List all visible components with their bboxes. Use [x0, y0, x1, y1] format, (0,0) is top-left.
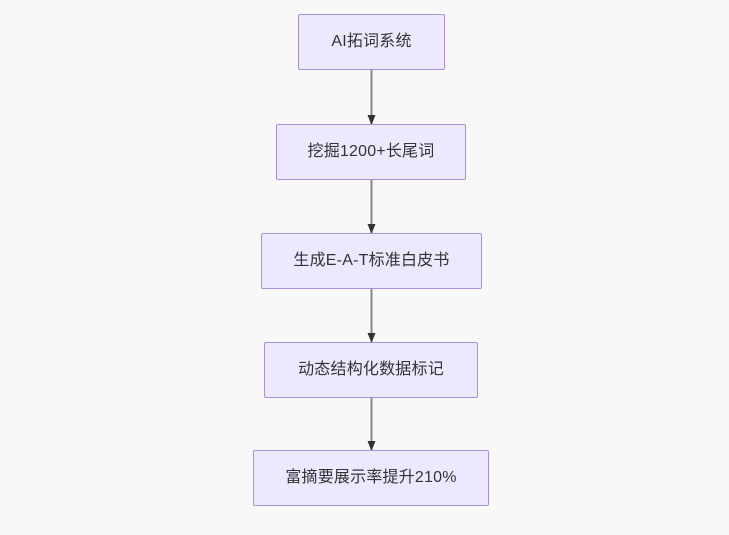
flowchart-node-n2[interactable]: 挖掘1200+长尾词 [276, 124, 466, 180]
flowchart-node-label: 挖掘1200+长尾词 [307, 143, 435, 161]
flowchart-node-n5[interactable]: 富摘要展示率提升210% [253, 450, 489, 506]
flowchart-node-n4[interactable]: 动态结构化数据标记 [264, 342, 478, 398]
flowchart-node-n3[interactable]: 生成E-A-T标准白皮书 [261, 233, 482, 289]
flowchart-node-label: 生成E-A-T标准白皮书 [293, 252, 450, 270]
flowchart-node-label: 动态结构化数据标记 [298, 361, 444, 379]
flowchart-node-label: AI拓词系统 [331, 33, 412, 51]
flowchart-node-label: 富摘要展示率提升210% [285, 469, 457, 487]
flowchart-node-n1[interactable]: AI拓词系统 [298, 14, 445, 70]
